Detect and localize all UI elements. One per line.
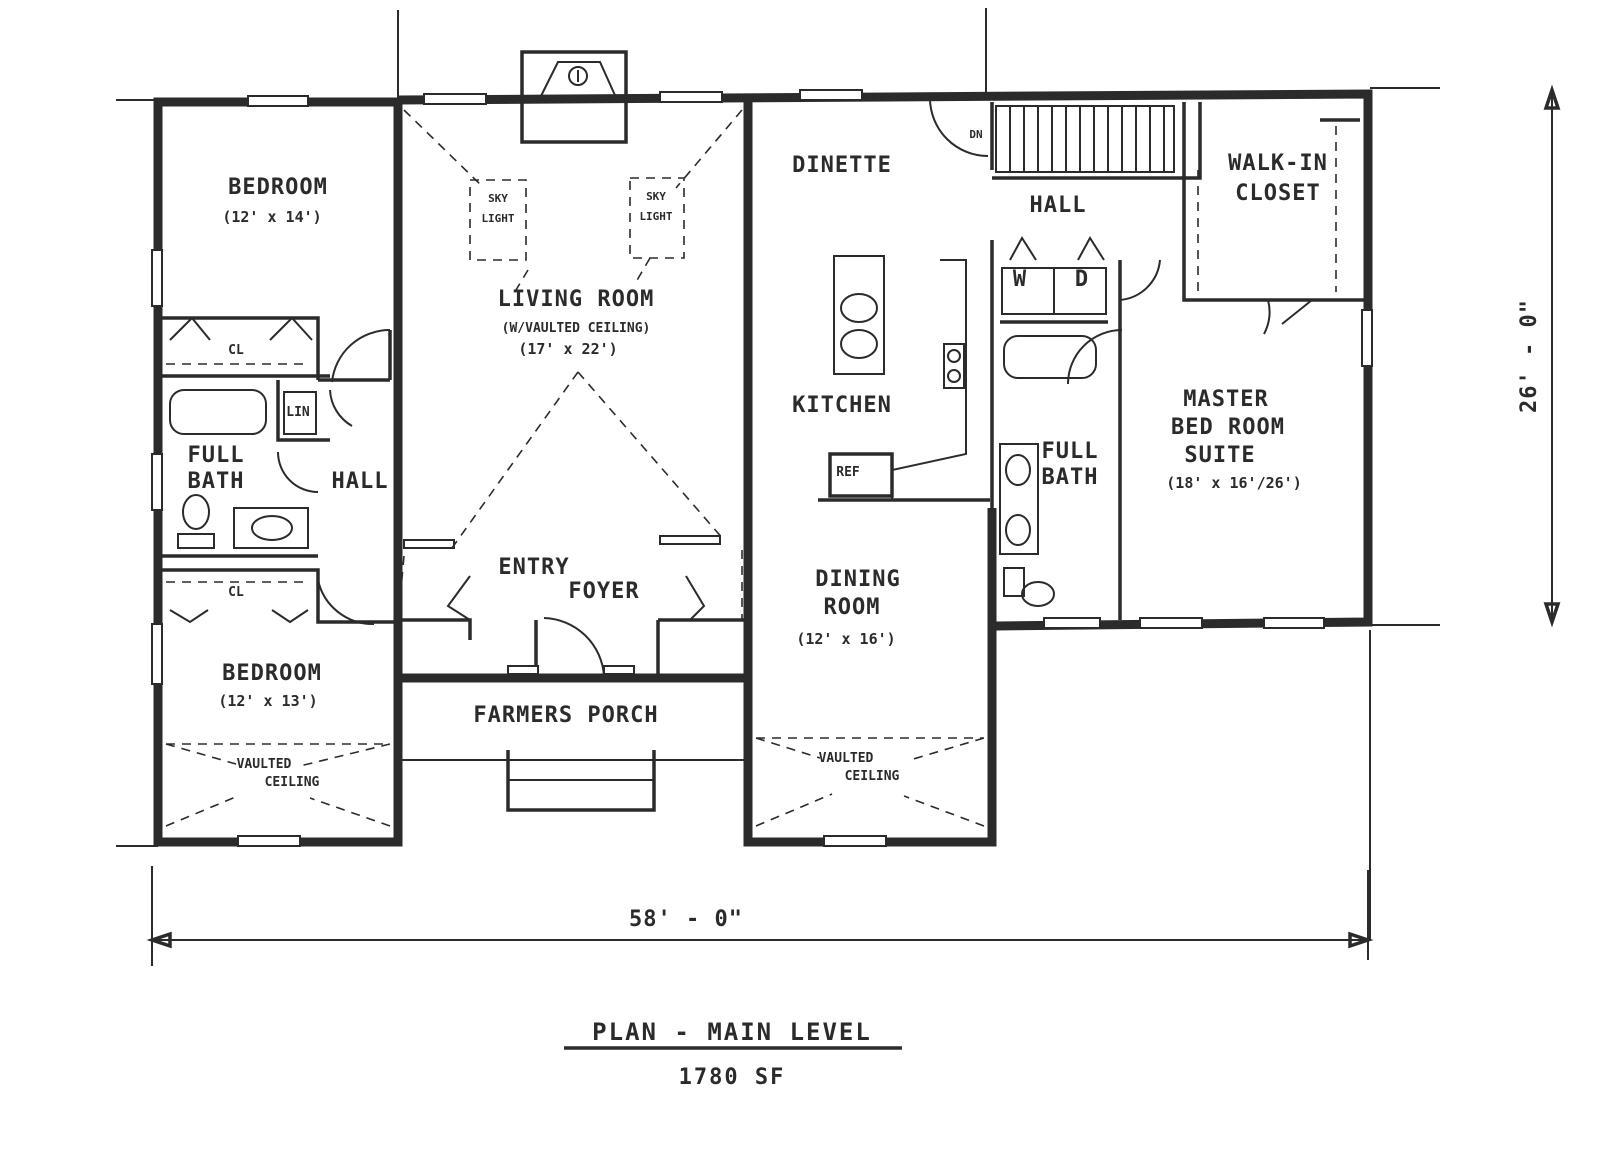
farmers-porch-label: FARMERS PORCH bbox=[473, 703, 658, 728]
skylight-1-line2: LIGHT bbox=[481, 212, 514, 225]
porch-steps bbox=[398, 750, 748, 812]
walk-in-closet-line2: CLOSET bbox=[1235, 181, 1320, 206]
closet-1-label: CL bbox=[228, 343, 244, 358]
full-bath-left-line2: BATH bbox=[188, 469, 245, 494]
walk-in-closet-line1: WALK-IN bbox=[1228, 151, 1328, 176]
vaulted-ceiling-left-line1: VAULTED bbox=[237, 757, 292, 772]
plan-title: PLAN - MAIN LEVEL bbox=[592, 1018, 872, 1046]
washer-label: W bbox=[1013, 267, 1027, 292]
vaulted-ceiling-right-line1: VAULTED bbox=[819, 751, 874, 766]
entry-foyer-line2: FOYER bbox=[568, 579, 639, 604]
hall-left-label: HALL bbox=[332, 469, 389, 494]
stairs bbox=[995, 105, 1175, 173]
room-labels: BEDROOM (12' x 14') CL LIN FULL BATH HAL… bbox=[188, 128, 1328, 790]
dining-room-line1: DINING bbox=[815, 567, 900, 592]
refrigerator-label: REF bbox=[836, 465, 860, 480]
full-bath-left-line1: FULL bbox=[188, 443, 245, 468]
fireplace bbox=[520, 50, 628, 144]
master-suite-line1: MASTER bbox=[1183, 387, 1268, 412]
dimension-lines bbox=[146, 84, 1561, 966]
master-suite-size: (18' x 16'/26') bbox=[1166, 474, 1301, 492]
living-room-note: (W/VAULTED CEILING) bbox=[502, 321, 651, 336]
entry-foyer-line1: ENTRY bbox=[498, 555, 569, 580]
master-suite-line3: SUITE bbox=[1184, 443, 1255, 468]
title-block: PLAN - MAIN LEVEL 1780 SF bbox=[564, 1018, 902, 1090]
hall-right-label: HALL bbox=[1030, 193, 1087, 218]
living-room-size: (17' x 22') bbox=[518, 340, 617, 358]
skylight-1-line1: SKY bbox=[488, 192, 508, 205]
vaulted-ceiling-right-line2: CEILING bbox=[845, 769, 900, 784]
living-room-label: LIVING ROOM bbox=[498, 287, 655, 312]
plan-area: 1780 SF bbox=[679, 1065, 786, 1090]
full-bath-right-line2: BATH bbox=[1042, 465, 1099, 490]
bedroom-1-label: BEDROOM bbox=[228, 175, 328, 200]
bedroom-1-size: (12' x 14') bbox=[222, 208, 321, 226]
kitchen-label: KITCHEN bbox=[792, 393, 892, 418]
master-suite-line2: BED ROOM bbox=[1171, 415, 1285, 440]
linen-label: LIN bbox=[286, 405, 310, 420]
full-bath-right-line1: FULL bbox=[1042, 439, 1099, 464]
dimension-labels: 58' - 0" 26' - 0" bbox=[629, 299, 1542, 932]
width-dimension: 58' - 0" bbox=[629, 907, 743, 932]
exterior-walls bbox=[153, 89, 1373, 847]
dinette-label: DINETTE bbox=[792, 153, 892, 178]
down-label: DN bbox=[969, 128, 982, 141]
bedroom-2-size: (12' x 13') bbox=[218, 692, 317, 710]
windows bbox=[151, 89, 1373, 847]
dryer-label: D bbox=[1075, 267, 1089, 292]
bedroom-2-label: BEDROOM bbox=[222, 661, 322, 686]
doors bbox=[277, 97, 1313, 677]
skylight-2-line1: SKY bbox=[646, 190, 666, 203]
fixtures bbox=[166, 126, 1337, 624]
vaulted-lines bbox=[165, 109, 985, 827]
skylight-2-line2: LIGHT bbox=[639, 210, 672, 223]
site-lines bbox=[116, 8, 1440, 940]
vaulted-ceiling-left-line2: CEILING bbox=[265, 775, 320, 790]
closet-2-label: CL bbox=[228, 585, 244, 600]
depth-dimension: 26' - 0" bbox=[1517, 299, 1542, 413]
dining-room-size: (12' x 16') bbox=[796, 630, 895, 648]
dining-room-line2: ROOM bbox=[824, 595, 881, 620]
